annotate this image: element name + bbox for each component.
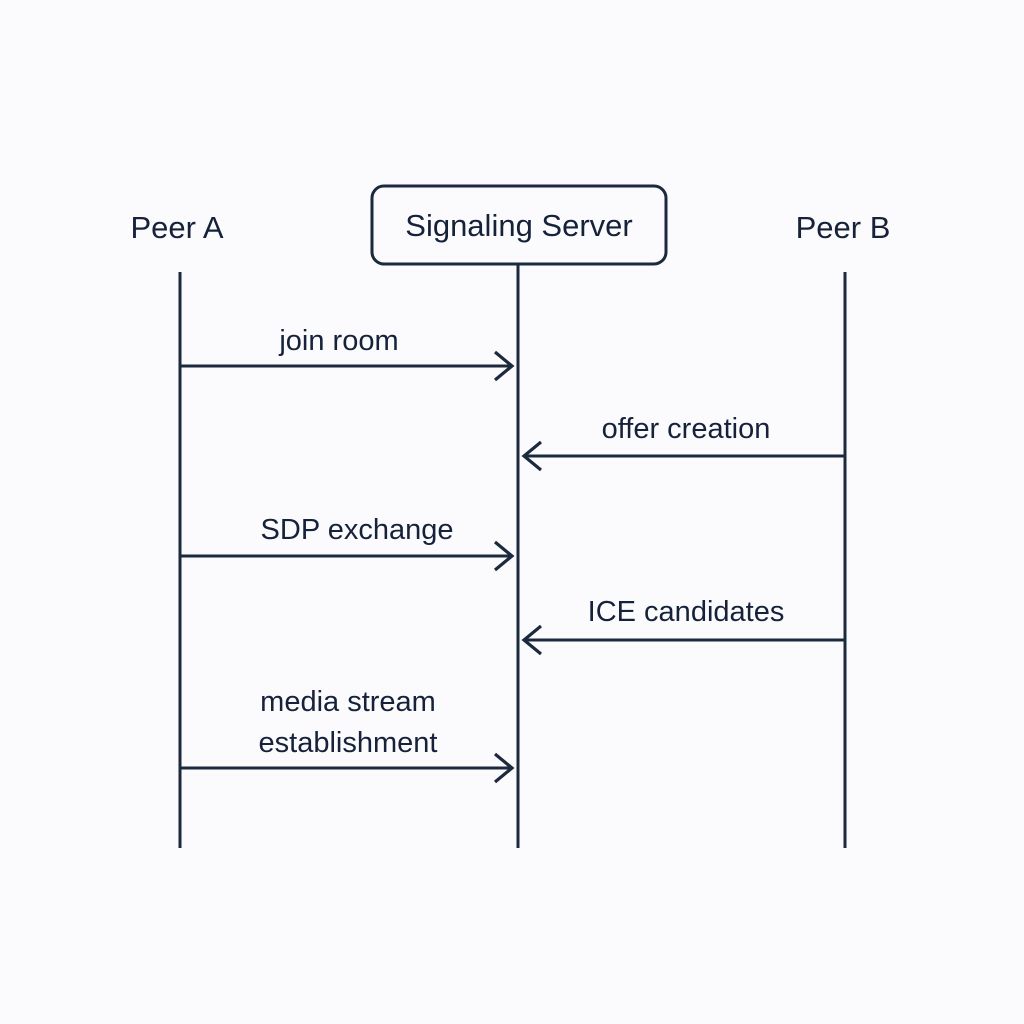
message-sdp-exchange[interactable]: SDP exchange [180,514,515,572]
participant-label-peer-b: Peer B [796,210,891,245]
message-label-join-room: join room [278,325,398,357]
arrow-head-right-icon [493,350,515,382]
message-join-room[interactable]: join room [180,325,515,382]
message-label-media-stream-establishment-line2: establishment [259,727,438,759]
arrow-head-right-icon [493,540,515,572]
participant-peer-a[interactable]: Peer A [130,210,224,848]
participant-label-signaling-server: Signaling Server [405,208,632,243]
participant-signaling-server[interactable]: Signaling Server [370,184,668,848]
message-ice-candidates[interactable]: ICE candidates [521,596,845,656]
message-label-offer-creation: offer creation [602,413,771,445]
message-label-sdp-exchange: SDP exchange [261,514,454,546]
message-label-media-stream-establishment-line1: media stream [260,686,436,718]
participant-label-peer-a: Peer A [130,210,223,245]
message-media-stream-establishment[interactable]: media stream establishment [180,686,515,784]
participant-peer-b[interactable]: Peer B [796,210,891,848]
arrow-head-left-icon [521,440,543,472]
message-label-ice-candidates: ICE candidates [588,596,785,628]
arrow-head-right-icon [493,752,515,784]
arrow-head-left-icon [521,624,543,656]
message-offer-creation[interactable]: offer creation [521,413,845,472]
